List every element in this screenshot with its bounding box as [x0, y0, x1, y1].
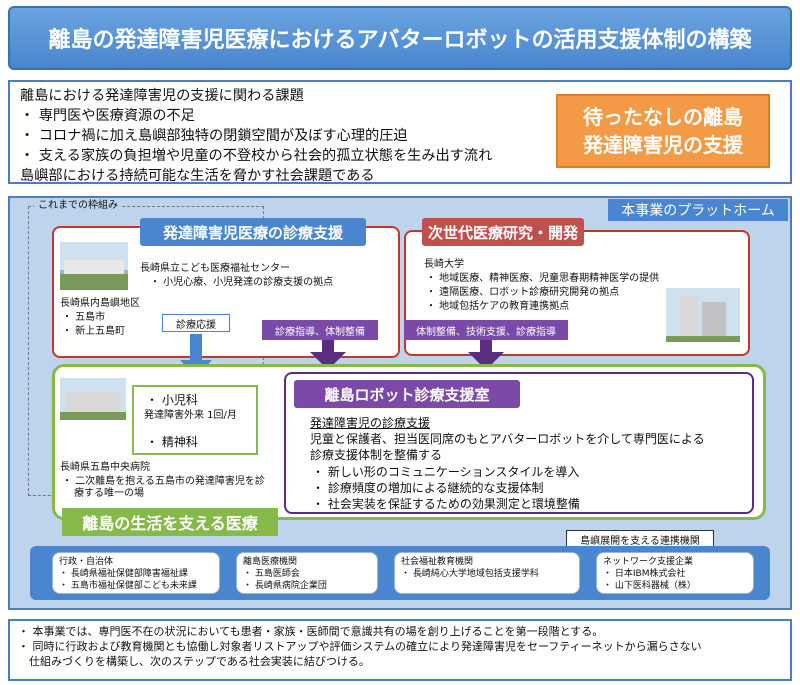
- island-region-item: ・ 新上五島町: [62, 326, 126, 337]
- department-item: ・ 小児科: [146, 393, 198, 407]
- robot-office-item: ・ 診療頻度の増加による継続的な支援体制: [312, 481, 544, 495]
- university-name: 長崎大学: [424, 259, 464, 270]
- hospital-departments: [132, 385, 258, 455]
- summary-line: 仕組みづくりを構築し、次のステップである社会実装に結びつける。: [18, 655, 370, 668]
- partner-item: ・ 山下医科器械（株）: [603, 581, 696, 591]
- research-header: 次世代医療研究・開発: [422, 218, 584, 246]
- issue-item: ・ コロナ禍に加え島嶼部独特の閉鎖空間が及ぼす心理的圧迫: [20, 128, 408, 144]
- previous-framework-label: これまでの枠組み: [34, 199, 122, 213]
- department-schedule: 発達障害外来 1回/月: [144, 410, 237, 421]
- callout-line: 待ったなしの離島: [583, 105, 743, 129]
- partner-education: 社会福祉教育機関 ・ 長崎純心大学地域包括支援学科: [394, 552, 580, 594]
- life-support-label: 離島の生活を支える医療: [62, 508, 278, 536]
- children-center-name: 長崎県立こども医療福祉センター: [140, 263, 290, 274]
- research-item: ・ 地域包括ケアの教育連携拠点: [426, 301, 570, 312]
- issue-item: ・ 専門医や医療資源の不足: [20, 108, 195, 124]
- island-region-label: 長崎県内島嶼地区: [60, 298, 140, 309]
- partner-item: ・ 五島医師会: [243, 569, 300, 579]
- summary-panel: ・ 本事業では、専門医不在の状況においても患者・家族・医師間で意識共有の場を創り…: [8, 619, 792, 681]
- robot-office-desc: 児童と保護者、担当医同席のもとアバターロボットを介して専門医による: [310, 432, 705, 446]
- urgent-callout: 待ったなしの離島 発達障害児の支援: [556, 94, 770, 168]
- summary-line: ・ 同時に行政および教育機関とも協働し対象者リストアップや評価システムの確立によ…: [18, 640, 702, 653]
- university-photo: [666, 288, 740, 342]
- clinical-support-label: 診療応援: [162, 314, 230, 332]
- issues-heading: 離島における発達障害児の支援に関わる課題: [20, 88, 304, 104]
- robot-office-item: ・ 新しい形のコミュニケーションスタイルを導入: [312, 465, 580, 479]
- partner-title: ネットワーク支援企業: [603, 557, 694, 567]
- diagnosis-support-header: 発達障害児医療の診療支援: [140, 218, 366, 246]
- partner-item: ・ 日本IBM株式会社: [603, 569, 686, 579]
- partner-title: 社会福祉教育機関: [401, 557, 474, 567]
- robot-office-subtitle: 発達障害児の診療支援: [310, 416, 431, 430]
- down-arrow-icon: [310, 340, 346, 370]
- robot-office-item: ・ 社会実装を保証するための効果測定と環境整備: [312, 497, 580, 511]
- hospital-desc: 療する唯一の場: [74, 488, 144, 499]
- partner-companies: ネットワーク支援企業 ・ 日本IBM株式会社 ・ 山下医科器械（株）: [596, 552, 754, 594]
- partner-item: ・ 長崎県病院企業団: [243, 581, 327, 591]
- robot-office-desc: 診療支援体制を整備する: [310, 448, 443, 462]
- summary-line: ・ 本事業では、専門医不在の状況においても患者・家族・医師間で意識共有の場を創り…: [18, 625, 604, 638]
- partner-item: ・ 五島市福祉保健部こども未来課: [59, 581, 197, 591]
- guidance-label-right: 体制整備、技術支援、診療指導: [404, 320, 568, 340]
- down-arrow-icon: [468, 340, 504, 370]
- issues-conclusion: 島嶼部における持続可能な生活を脅かす社会課題である: [20, 168, 375, 184]
- partner-medical: 離島医療機関 ・ 五島医師会 ・ 長崎県病院企業団: [236, 552, 378, 594]
- department-item: ・ 精神科: [146, 435, 198, 449]
- platform-label: 本事業のプラットホーム: [608, 199, 788, 221]
- research-item: ・ 地域医療、精神医療、児童思春期精神医学の提供: [426, 273, 660, 284]
- hospital-photo: [60, 378, 126, 420]
- children-center-photo: [60, 242, 128, 290]
- robot-office-header: 離島ロボット診療支援室: [294, 380, 520, 408]
- partner-item: ・ 長崎県福祉保健部障害福祉課: [59, 569, 188, 579]
- partner-item: ・ 長崎純心大学地域包括支援学科: [401, 569, 539, 579]
- island-region-item: ・ 五島市: [62, 312, 106, 323]
- page-title: 離島の発達障害児医療におけるアバターロボットの活用支援体制の構築: [8, 6, 792, 70]
- hospital-desc: ・ 二次離島を抱える五島市の発達障害児を診: [62, 476, 265, 487]
- partner-government: 行政・自治体 ・ 長崎県福祉保健部障害福祉課 ・ 五島市福祉保健部こども未来課: [52, 552, 220, 594]
- partner-title: 行政・自治体: [59, 557, 114, 567]
- research-item: ・ 遠隔医療、ロボット診療研究開発の拠点: [426, 287, 620, 298]
- callout-line: 発達障害児の支援: [583, 133, 743, 157]
- partner-title: 離島医療機関: [243, 557, 298, 567]
- guidance-label-left: 診療指導、体制整備: [262, 320, 378, 340]
- children-center-desc: ・ 小児心療、小児発達の診療支援の拠点: [150, 277, 334, 288]
- issue-item: ・ 支える家族の負担増や児童の不登校から社会的孤立状態を生み出す流れ: [20, 148, 493, 164]
- hospital-name: 長崎県五島中央病院: [60, 462, 150, 473]
